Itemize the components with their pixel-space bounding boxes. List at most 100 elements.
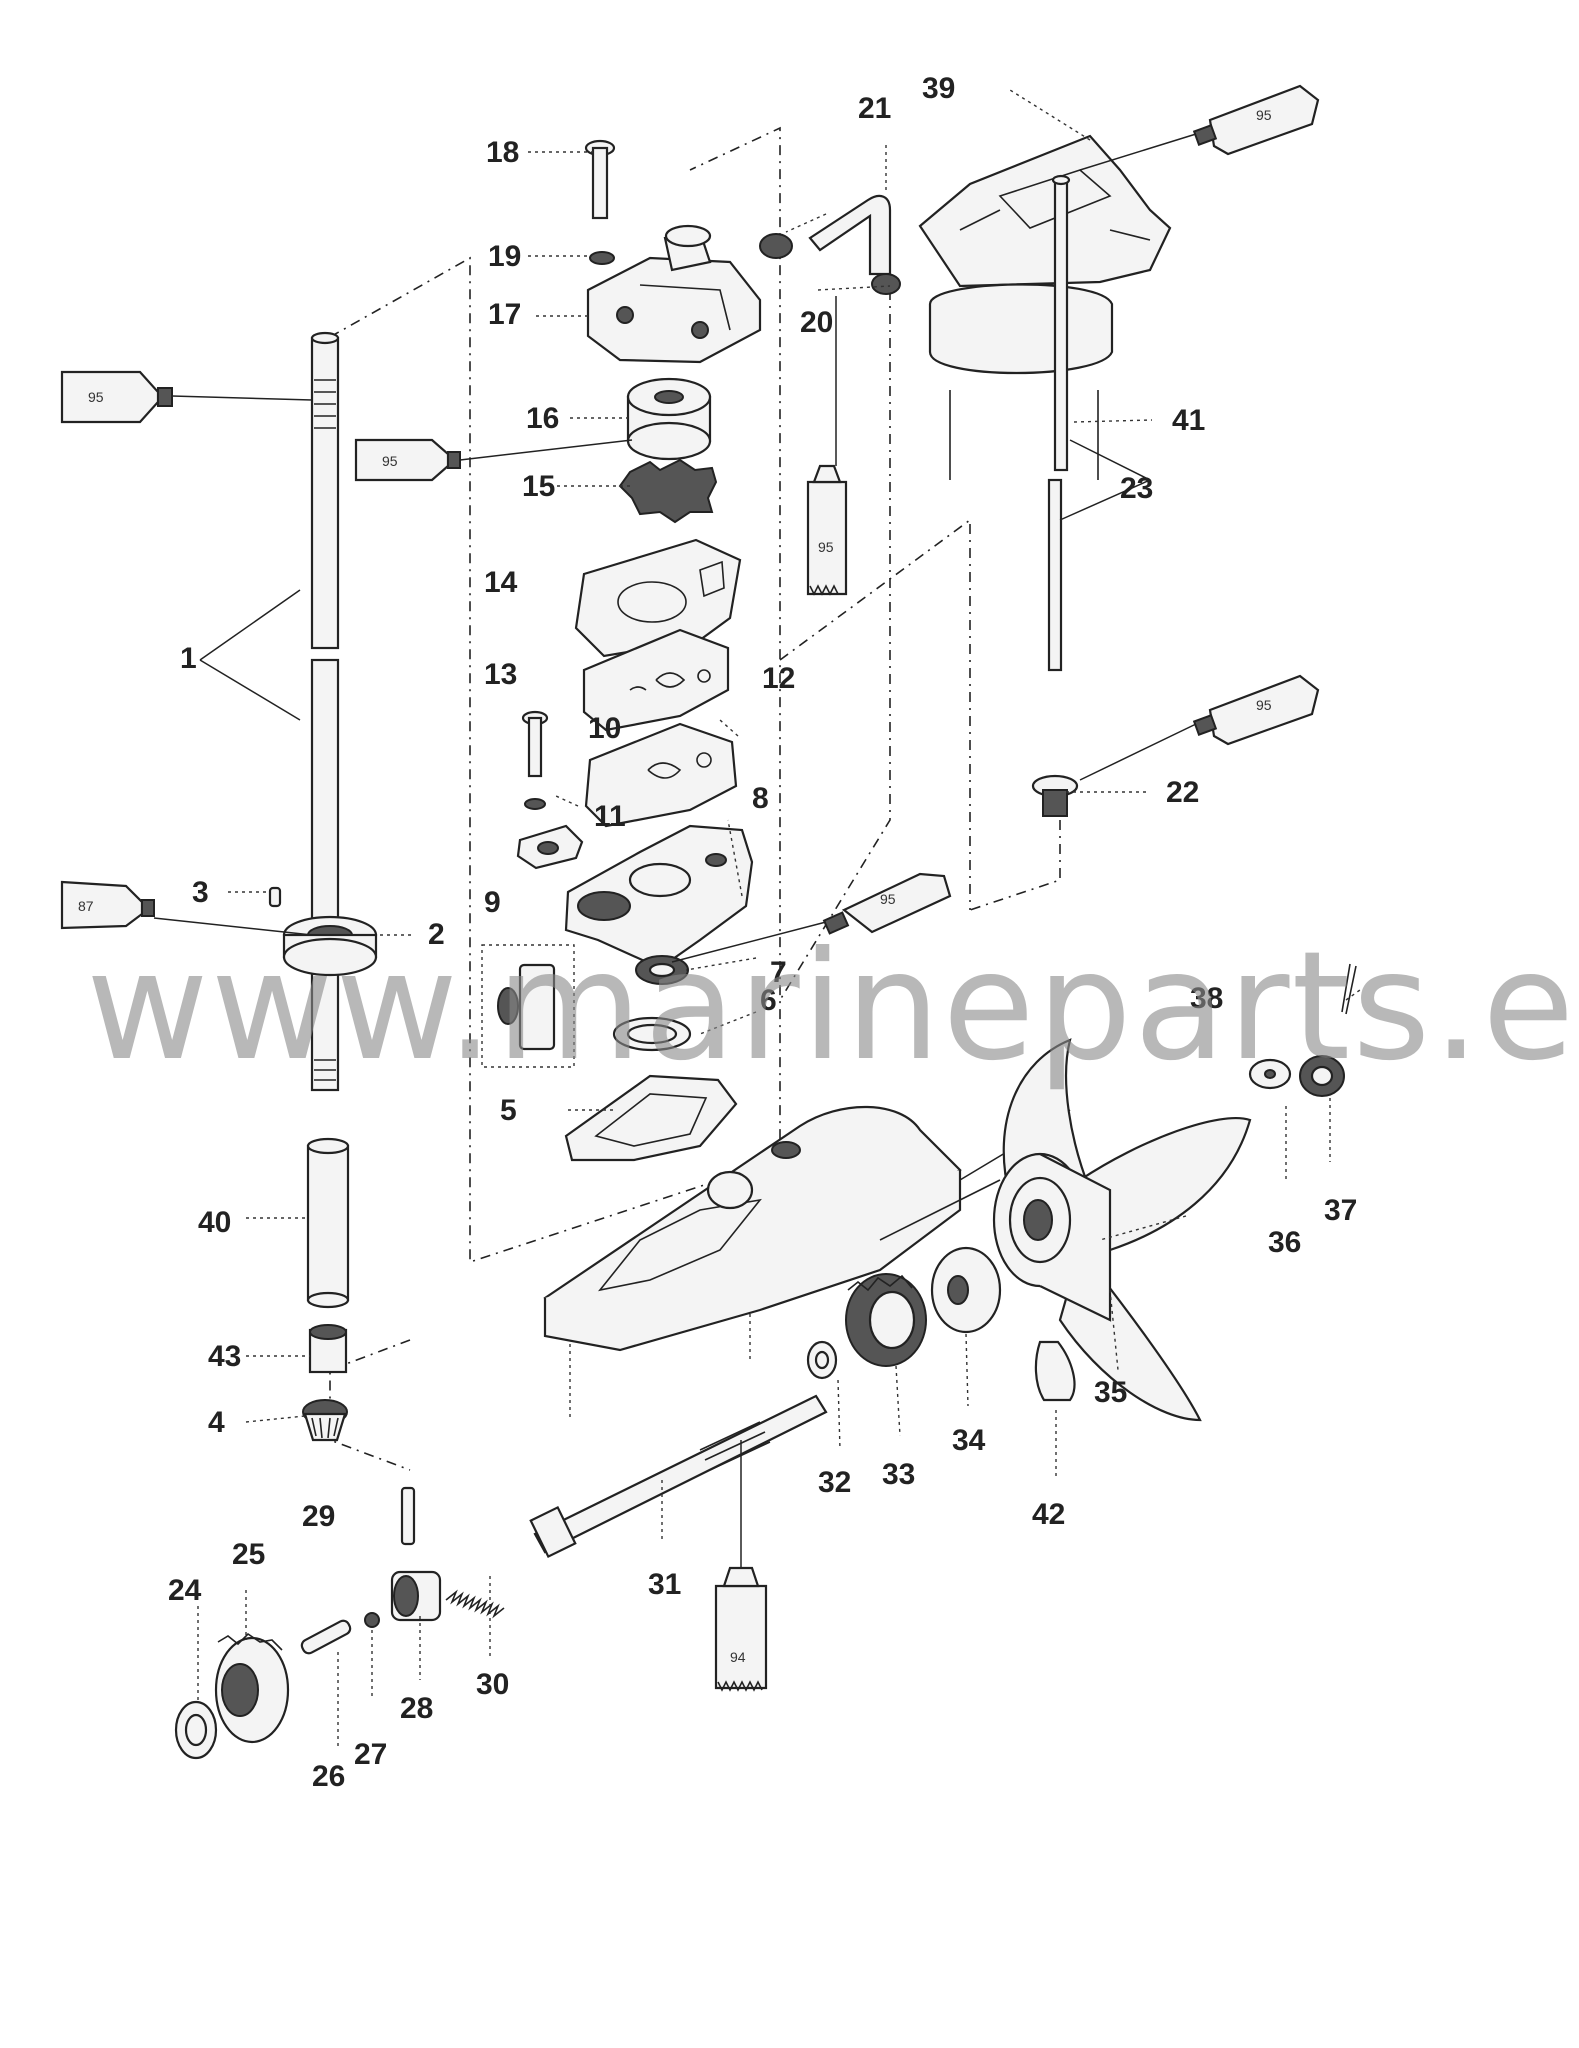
pin xyxy=(268,886,282,908)
callout-34: 34 xyxy=(952,1424,986,1457)
gasket-upper xyxy=(574,538,742,658)
face-plate xyxy=(582,628,730,732)
lubricant-tube-right-upper: 95 xyxy=(1192,84,1320,156)
bearing xyxy=(282,915,378,977)
lubricant-tube-mid-left: 95 xyxy=(354,438,461,482)
exhaust-housing xyxy=(918,134,1172,480)
svg-text:95: 95 xyxy=(1256,107,1272,123)
callout-15: 15 xyxy=(522,470,555,503)
water-pump-housing xyxy=(586,224,762,364)
callout-7: 7 xyxy=(770,956,787,989)
callout-11: 11 xyxy=(594,800,626,833)
callout-19: 19 xyxy=(488,240,521,273)
callout-1: 1 xyxy=(180,642,197,675)
callout-22: 22 xyxy=(1166,776,1199,809)
callout-31: 31 xyxy=(648,1568,681,1601)
gearcase xyxy=(543,1105,1071,1352)
gasket-lower xyxy=(584,722,738,828)
shift-shaft xyxy=(1047,478,1063,672)
callout-6: 6 xyxy=(760,984,777,1017)
callout-14: 14 xyxy=(484,566,518,599)
gearcase-gasket xyxy=(564,1074,738,1162)
washer xyxy=(589,251,615,265)
callout-23: 23 xyxy=(1120,472,1153,505)
callout-41: 41 xyxy=(1172,404,1205,437)
callout-2: 2 xyxy=(428,918,445,951)
callout-29: 29 xyxy=(302,1500,335,1533)
callout-8: 8 xyxy=(752,782,769,815)
oil-seal xyxy=(635,955,689,985)
leader-lines xyxy=(153,89,1361,1750)
lubricant-tube-top-left: 95 xyxy=(60,370,173,424)
shim-washer xyxy=(174,1700,218,1760)
pinion-gear xyxy=(302,1399,348,1442)
propeller xyxy=(992,1038,1252,1422)
callout-18: 18 xyxy=(486,136,519,169)
detail-inset-box xyxy=(481,944,575,1068)
callout-21: 21 xyxy=(858,92,891,125)
lubricant-tube-bottom: 94 xyxy=(714,1566,768,1692)
callout-9: 9 xyxy=(484,886,501,919)
shift-spring xyxy=(445,1589,505,1619)
svg-text:95: 95 xyxy=(880,891,896,907)
callout-16: 16 xyxy=(526,402,559,435)
callout-38: 38 xyxy=(1190,982,1223,1015)
lubricant-tube-right-mid: 95 xyxy=(1192,674,1320,746)
callout-36: 36 xyxy=(1268,1226,1301,1259)
callout-25: 25 xyxy=(232,1538,265,1571)
thrust-washer xyxy=(806,1340,838,1380)
detent-ball xyxy=(364,1612,380,1628)
svg-text:87: 87 xyxy=(78,898,94,914)
svg-text:95: 95 xyxy=(1256,697,1272,713)
drive-shaft-upper xyxy=(310,331,340,650)
callout-28: 28 xyxy=(400,1692,433,1725)
callout-26: 26 xyxy=(312,1760,345,1793)
propeller-washer xyxy=(1248,1058,1292,1090)
callout-32: 32 xyxy=(818,1466,851,1499)
callout-20: 20 xyxy=(800,306,833,339)
callout-12: 12 xyxy=(762,662,795,695)
drive-key xyxy=(1034,1340,1076,1402)
callout-33: 33 xyxy=(882,1458,915,1491)
callout-10: 10 xyxy=(588,712,621,745)
cotter-pin xyxy=(1341,963,1357,1015)
callout-27: 27 xyxy=(354,1738,387,1771)
small-gasket xyxy=(516,824,584,870)
screw-small xyxy=(521,710,549,778)
sleeve xyxy=(306,1137,350,1309)
forward-gear xyxy=(214,1632,290,1744)
callout-42: 42 xyxy=(1032,1498,1065,1531)
callout-17: 17 xyxy=(488,298,521,331)
callout-43: 43 xyxy=(208,1340,241,1373)
o-ring xyxy=(612,1016,692,1052)
callout-30: 30 xyxy=(476,1668,509,1701)
callout-35: 35 xyxy=(1094,1376,1127,1409)
cross-pin xyxy=(400,1486,416,1546)
pump-insert xyxy=(626,377,712,461)
clutch-dog xyxy=(390,1570,442,1622)
callout-4: 4 xyxy=(208,1406,225,1439)
water-tube xyxy=(759,194,901,295)
bushing xyxy=(308,1324,348,1374)
bearing-carrier xyxy=(930,1246,1002,1334)
callout-13: 13 xyxy=(484,658,517,691)
svg-text:95: 95 xyxy=(818,539,834,555)
lubricant-tube-lower-left: 87 xyxy=(60,880,155,930)
pump-base xyxy=(564,824,754,970)
callout-numbers: 1 2 3 4 5 6 7 8 9 10 11 12 13 14 15 16 1… xyxy=(168,72,1357,1793)
callout-40: 40 xyxy=(198,1206,231,1239)
callout-39: 39 xyxy=(922,72,955,105)
propeller-nut xyxy=(1299,1055,1345,1097)
svg-text:95: 95 xyxy=(88,389,104,405)
callout-37: 37 xyxy=(1324,1194,1357,1227)
shift-rod xyxy=(1051,174,1071,472)
drive-shaft-lower xyxy=(310,658,340,1092)
impeller xyxy=(618,458,718,524)
callout-24: 24 xyxy=(168,1574,202,1607)
washer-small xyxy=(524,798,546,810)
watermark: www.marineparts.eu xyxy=(86,920,1579,1094)
lubricant-tube-housing: 95 xyxy=(822,872,952,935)
lubricant-tube-center: 95 xyxy=(806,464,848,596)
callout-5: 5 xyxy=(500,1094,517,1127)
